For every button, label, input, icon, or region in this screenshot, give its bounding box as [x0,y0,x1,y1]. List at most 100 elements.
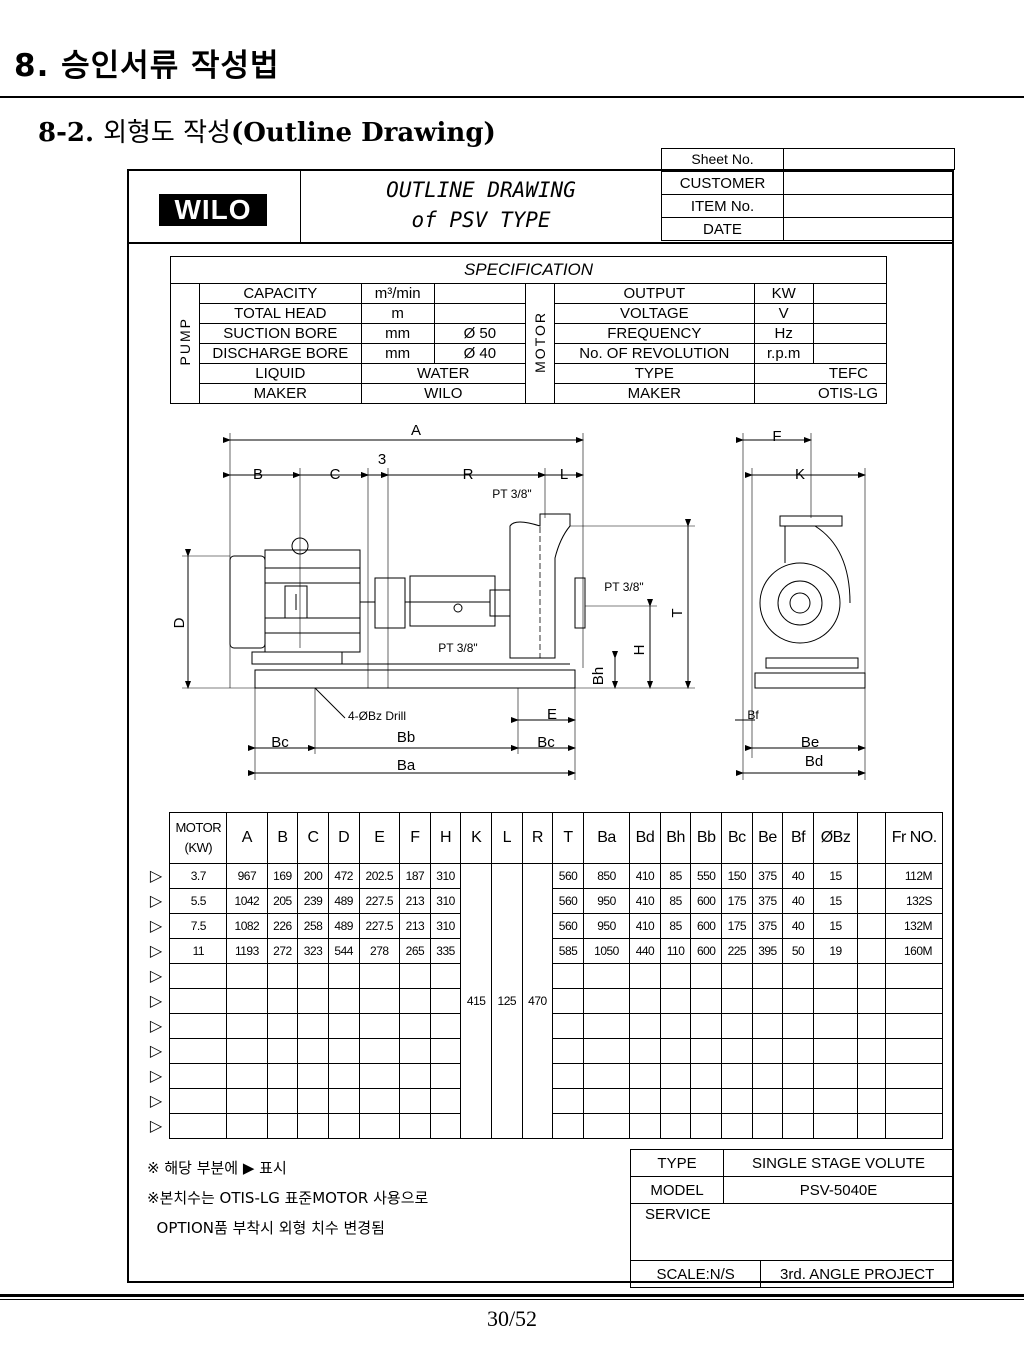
cell-b: 272 [266,938,299,964]
row-marker[interactable]: ▷ [142,863,171,889]
marker-header [142,813,170,864]
cell-bz [812,1038,859,1064]
cell-bh: 85 [659,863,692,889]
cell-bf [782,1013,814,1039]
cell-bb [690,1088,723,1114]
motor-spec-value [812,303,888,324]
cell-blank [857,938,887,964]
type-label: TYPE [630,1149,724,1177]
column-header: Bd [629,812,661,864]
cell-kw [169,963,228,989]
column-header: C [297,812,329,864]
cell-bh: 110 [659,938,692,964]
cell-b [266,1013,299,1039]
pump-group-label: PUMP [169,283,201,404]
drawing-title: OUTLINE DRAWING of PSV TYPE [301,171,661,243]
cell-h [429,1063,462,1089]
cell-bc [721,988,753,1014]
service-label: SERVICE [645,1206,711,1223]
cell-bf: 40 [782,913,814,939]
cell-blank [857,863,887,889]
cell-f [399,988,431,1014]
label-a: A [411,422,421,439]
cell-blank [857,1038,887,1064]
cell-bd [629,1113,661,1139]
cell-t: 560 [552,888,584,914]
cell-be [751,1013,784,1039]
cell-bd [629,963,661,989]
footer-rule-thin [0,1299,1024,1300]
column-header: H [429,812,462,864]
cell-bb [690,1113,723,1139]
motor-maker-value: OTIS-LG [753,383,888,404]
cell-be: 375 [751,888,784,914]
cell-be [751,1038,784,1064]
header-rule [0,96,1024,98]
date-value [783,217,954,241]
cell-t [552,1038,584,1064]
sheet-no-label: Sheet No. [661,148,784,170]
cell-a [226,1063,268,1089]
label-pt-right: PT 3/8" [604,580,643,594]
cell-frame-no [885,988,943,1014]
row-marker[interactable]: ▷ [142,1013,171,1039]
pump-maker-value: WILO [360,383,526,404]
cell-e [358,963,401,989]
cell-ba [582,1113,631,1139]
cell-bd [629,1088,661,1114]
cell-bf [782,988,814,1014]
column-header: F [399,812,431,864]
cell-b [266,988,299,1014]
cell-bh [659,1088,692,1114]
cell-f: 265 [399,938,431,964]
cell-bf [782,1063,814,1089]
cell-c [297,988,329,1014]
row-marker[interactable]: ▷ [142,988,171,1014]
end-base [754,672,866,689]
cell-h: 335 [429,938,462,964]
column-header: Ba [582,812,631,864]
cell-be: 375 [751,863,784,889]
cell-h [429,988,462,1014]
row-marker[interactable]: ▷ [142,1063,171,1089]
cell-bz [812,963,859,989]
cell-kw: 3.7 [169,863,228,889]
cell-h: 310 [429,888,462,914]
pump-spec-name: DISCHARGE BORE [199,343,362,364]
row-marker[interactable]: ▷ [142,938,171,964]
cell-bd [629,1038,661,1064]
cell-bh [659,1063,692,1089]
liquid-value: WATER [360,363,526,384]
column-header: Bf [782,812,814,864]
footer-rule-thick [0,1294,1024,1297]
cell-blank [857,1063,887,1089]
cell-ba [582,1013,631,1039]
label-d: D [171,617,188,628]
cell-ba [582,988,631,1014]
label-pt-top: PT 3/8" [492,487,531,501]
cell-bz [812,1063,859,1089]
cell-d [327,988,360,1014]
cell-f: 213 [399,913,431,939]
row-marker[interactable]: ▷ [142,1038,171,1064]
row-marker[interactable]: ▷ [142,913,171,939]
cell-frame-no: 160M [885,938,943,964]
motor-type-value: TEFC [753,363,888,384]
cell-bc: 225 [721,938,753,964]
cell-bh [659,1038,692,1064]
column-header: L [490,812,523,864]
sheet-no-table: Sheet No. [661,148,955,170]
section-number: 8-2. [38,118,95,148]
row-marker[interactable]: ▷ [142,1088,171,1114]
column-header: A [226,812,268,864]
cell-d [327,1113,360,1139]
row-marker[interactable]: ▷ [142,1113,171,1139]
row-marker[interactable]: ▷ [142,888,171,914]
cell-kw [169,1038,228,1064]
cell-frame-no: 132S [885,888,943,914]
label-b: B [253,466,263,483]
cell-kw: 5.5 [169,888,228,914]
row-marker[interactable]: ▷ [142,963,171,989]
cell-bz [812,1013,859,1039]
